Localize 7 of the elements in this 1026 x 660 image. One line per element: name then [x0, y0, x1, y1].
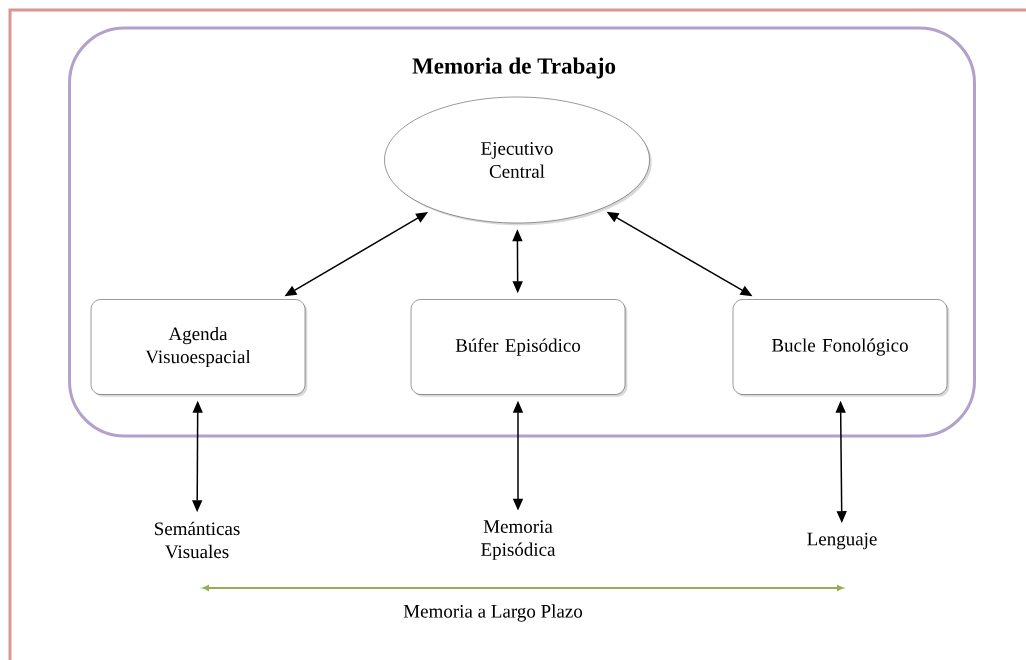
memory-label: Semánticas Visuales	[155, 521, 240, 559]
process-box: Bucle Fonológico	[732, 299, 950, 397]
memory-label: Lenguaje	[807, 532, 877, 550]
process-box: Agenda Visuoespacial	[90, 299, 308, 397]
process-box: Búfer Episódico	[410, 299, 628, 397]
span-label: Memoria a Largo Plazo	[403, 604, 583, 622]
memory-label: Memoria Episódica	[481, 520, 556, 560]
